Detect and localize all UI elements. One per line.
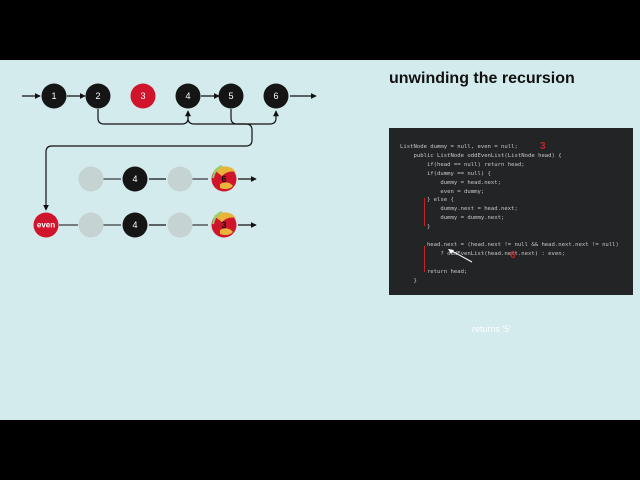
highlight-stroke bbox=[212, 211, 223, 225]
code-line: return head; bbox=[400, 268, 468, 275]
node-circle bbox=[130, 83, 156, 109]
node-label: 3 bbox=[221, 220, 226, 230]
code-line: dummy = head.next; bbox=[400, 179, 502, 186]
faded-node bbox=[167, 166, 193, 192]
diagram-canvas: 1 2 3 4 5 6 bbox=[0, 60, 640, 420]
node-label: 6 bbox=[273, 91, 278, 101]
faded-node bbox=[78, 166, 104, 192]
code-line: public ListNode oddEvenList(ListNode hea… bbox=[400, 152, 562, 159]
code-line: dummy = dummy.next; bbox=[400, 215, 505, 222]
returns-arrow-line bbox=[449, 249, 473, 263]
node-label: 1 bbox=[51, 91, 56, 101]
list-node-3: 3 bbox=[130, 83, 156, 109]
code-line: head.next = (head.next != null && head.n… bbox=[400, 241, 619, 248]
list-node-2: 2 bbox=[85, 83, 111, 109]
returns-label: returns '5' bbox=[472, 324, 511, 334]
else-branch-marker bbox=[424, 198, 425, 226]
faded-node bbox=[167, 212, 193, 238]
highlight-stroke bbox=[214, 166, 236, 176]
call-annotation: 6 bbox=[510, 250, 516, 261]
even-pointer-node: even bbox=[33, 212, 59, 238]
node-label: 6 bbox=[221, 174, 226, 184]
faded-node bbox=[78, 212, 104, 238]
node-circle bbox=[85, 83, 111, 109]
code-line: ListNode dummy = null, even = null; bbox=[400, 144, 518, 150]
top-list: 1 2 3 4 5 6 bbox=[41, 83, 289, 109]
node-label: 4 bbox=[132, 174, 137, 184]
code-line: } bbox=[400, 224, 431, 231]
node-circle bbox=[175, 83, 201, 109]
node-circle bbox=[33, 212, 59, 238]
code-line: } bbox=[400, 277, 417, 284]
node-label: 4 bbox=[132, 220, 137, 230]
link-2-4-arrow bbox=[97, 109, 191, 125]
node-circle bbox=[218, 83, 244, 109]
even-row: even 4 3 bbox=[33, 211, 257, 238]
code-line: ? oddEvenList(head.next.next) : even; bbox=[400, 250, 566, 257]
slide-title: unwinding the recursion bbox=[389, 70, 575, 87]
code-block: ListNode dummy = null, even = null; publ… bbox=[400, 143, 619, 286]
code-line: even = dummy; bbox=[400, 188, 485, 195]
code-line: if(head == null) return head; bbox=[400, 161, 525, 168]
list-node-4 bbox=[122, 212, 148, 238]
code-line: dummy.next = head.next; bbox=[400, 206, 518, 213]
node-label: 4 bbox=[185, 91, 190, 101]
code-panel: ListNode dummy = null, even = null; publ… bbox=[389, 128, 633, 334]
node-label: 3 bbox=[140, 91, 145, 101]
code-line: } else { bbox=[400, 197, 454, 204]
list-node-4: 4 bbox=[175, 83, 201, 109]
recursive-call-marker bbox=[424, 246, 425, 272]
list-node-5: 5 bbox=[218, 83, 244, 109]
returns-arrow-head bbox=[448, 249, 454, 254]
highlight-stroke bbox=[220, 228, 233, 236]
highlight-stroke bbox=[220, 182, 233, 190]
node-circle bbox=[263, 83, 289, 109]
link-5-even-arrow bbox=[43, 109, 253, 211]
highlighted-node-3: 3 bbox=[211, 211, 237, 238]
param-annotation: 3 bbox=[540, 141, 546, 152]
odd-row: 4 6 bbox=[78, 165, 257, 192]
node-label: 2 bbox=[95, 91, 100, 101]
list-node-1: 1 bbox=[41, 83, 67, 109]
node-label: even bbox=[37, 221, 55, 230]
code-line: if(dummy == null) { bbox=[400, 170, 491, 177]
link-4-6-arrow bbox=[187, 110, 279, 125]
highlighted-node-6: 6 bbox=[211, 165, 237, 192]
highlight-stroke bbox=[214, 212, 236, 222]
node-circle bbox=[41, 83, 67, 109]
node-label: 5 bbox=[228, 91, 233, 101]
list-node-6: 6 bbox=[263, 83, 289, 109]
linked-list-diagram: 1 2 3 4 5 6 bbox=[22, 83, 317, 238]
returns-arrow bbox=[448, 249, 473, 263]
list-node-4 bbox=[122, 166, 148, 192]
highlight-stroke bbox=[212, 165, 223, 179]
